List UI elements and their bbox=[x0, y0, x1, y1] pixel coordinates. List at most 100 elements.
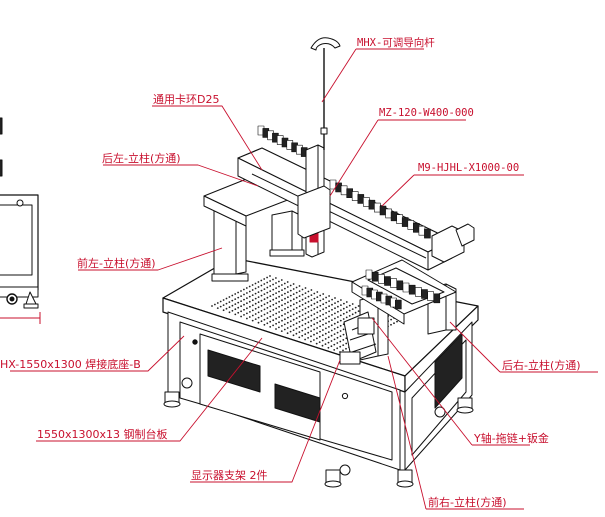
table-hole bbox=[269, 320, 272, 323]
drag-chain bbox=[257, 125, 441, 310]
table-hole bbox=[243, 288, 245, 291]
table-hole bbox=[304, 312, 307, 315]
table-hole bbox=[339, 314, 342, 317]
table-hole bbox=[325, 322, 327, 325]
table-hole bbox=[324, 332, 327, 335]
table-hole bbox=[251, 314, 254, 317]
table-hole bbox=[298, 285, 301, 287]
table-hole bbox=[260, 299, 263, 302]
table-hole bbox=[278, 305, 280, 308]
chain-link-x bbox=[424, 228, 431, 239]
table-hole bbox=[304, 338, 306, 341]
table-hole bbox=[310, 314, 313, 317]
table-hole bbox=[331, 314, 333, 316]
table-hole bbox=[348, 304, 351, 307]
table-hole bbox=[251, 294, 254, 296]
table-hole bbox=[307, 326, 310, 329]
table-hole bbox=[263, 283, 266, 285]
table-hole bbox=[284, 287, 286, 290]
table-hole bbox=[354, 311, 357, 314]
table-hole bbox=[266, 291, 269, 294]
table-hole bbox=[222, 299, 225, 301]
table-hole bbox=[336, 347, 339, 350]
table-hole bbox=[269, 310, 272, 313]
table-hole bbox=[275, 307, 278, 310]
table-hole bbox=[275, 277, 277, 279]
table-hole bbox=[345, 311, 348, 314]
table-hole bbox=[289, 284, 292, 287]
chain-link-x bbox=[374, 202, 381, 213]
table-hole bbox=[322, 303, 325, 306]
table-hole bbox=[263, 323, 266, 326]
table-hole bbox=[330, 340, 333, 342]
table-hole bbox=[243, 298, 245, 301]
table-hole bbox=[281, 304, 283, 307]
table-hole bbox=[272, 283, 274, 286]
chain-link-x bbox=[418, 225, 426, 236]
table-hole bbox=[331, 319, 333, 321]
table-hole bbox=[257, 321, 260, 324]
table-hole bbox=[316, 301, 319, 304]
table-hole bbox=[325, 327, 327, 330]
guide-rod bbox=[310, 37, 341, 150]
table-hole bbox=[304, 302, 307, 305]
table-hole bbox=[298, 305, 301, 308]
table-hole bbox=[234, 293, 237, 295]
table-hole bbox=[328, 310, 330, 313]
chain-link-y bbox=[371, 271, 379, 282]
table-hole bbox=[339, 345, 342, 348]
table-hole bbox=[295, 296, 298, 299]
table-hole bbox=[304, 292, 307, 294]
table-hole bbox=[292, 334, 295, 337]
label-rear-right-column: 后右-立柱(方通) bbox=[502, 359, 581, 372]
table-hole bbox=[316, 311, 319, 314]
table-hole bbox=[301, 288, 304, 291]
table-hole bbox=[260, 279, 263, 282]
table-hole bbox=[240, 295, 243, 297]
table-hole bbox=[345, 301, 348, 303]
table-hole bbox=[313, 333, 315, 336]
table-hole bbox=[316, 332, 318, 335]
table-hole bbox=[283, 328, 286, 331]
table-hole bbox=[292, 283, 295, 285]
table-hole bbox=[325, 317, 327, 319]
label-monitor-bracket: 显示器支架 2件 bbox=[191, 469, 268, 482]
table-hole bbox=[263, 308, 266, 311]
table-hole bbox=[278, 295, 280, 298]
table-hole bbox=[298, 315, 301, 318]
table-hole bbox=[339, 324, 342, 327]
table-hole bbox=[287, 306, 289, 309]
table-hole bbox=[327, 331, 330, 333]
label-rear-left-column: 后左-立柱(方通) bbox=[102, 152, 181, 165]
table-hole bbox=[316, 291, 319, 293]
table-hole bbox=[315, 342, 318, 345]
table-hole bbox=[310, 309, 313, 312]
chain-link-x bbox=[412, 223, 420, 233]
table-hole bbox=[254, 318, 257, 320]
table-hole bbox=[292, 288, 295, 290]
table-hole bbox=[289, 299, 292, 302]
table-hole bbox=[272, 303, 275, 306]
table-hole bbox=[257, 296, 260, 298]
table-hole bbox=[316, 337, 318, 340]
chain-link-x bbox=[351, 191, 359, 201]
table-hole bbox=[289, 330, 292, 333]
table-hole bbox=[278, 280, 280, 283]
table-hole bbox=[313, 308, 316, 310]
table-hole bbox=[307, 337, 309, 339]
table-hole bbox=[272, 309, 275, 311]
table-hole bbox=[310, 335, 312, 338]
table-hole bbox=[333, 328, 336, 330]
chain-link-y bbox=[414, 286, 422, 297]
table-hole bbox=[342, 339, 345, 341]
fixture-clamp bbox=[339, 311, 377, 365]
table-hole bbox=[246, 307, 248, 310]
table-hole bbox=[286, 332, 289, 335]
table-hole bbox=[307, 290, 310, 293]
table-hole bbox=[325, 301, 328, 304]
table-hole bbox=[319, 310, 322, 312]
table-hole bbox=[237, 306, 240, 309]
side-cabinet-partial bbox=[0, 117, 41, 324]
table-hole bbox=[345, 316, 348, 319]
table-hole bbox=[321, 339, 324, 342]
